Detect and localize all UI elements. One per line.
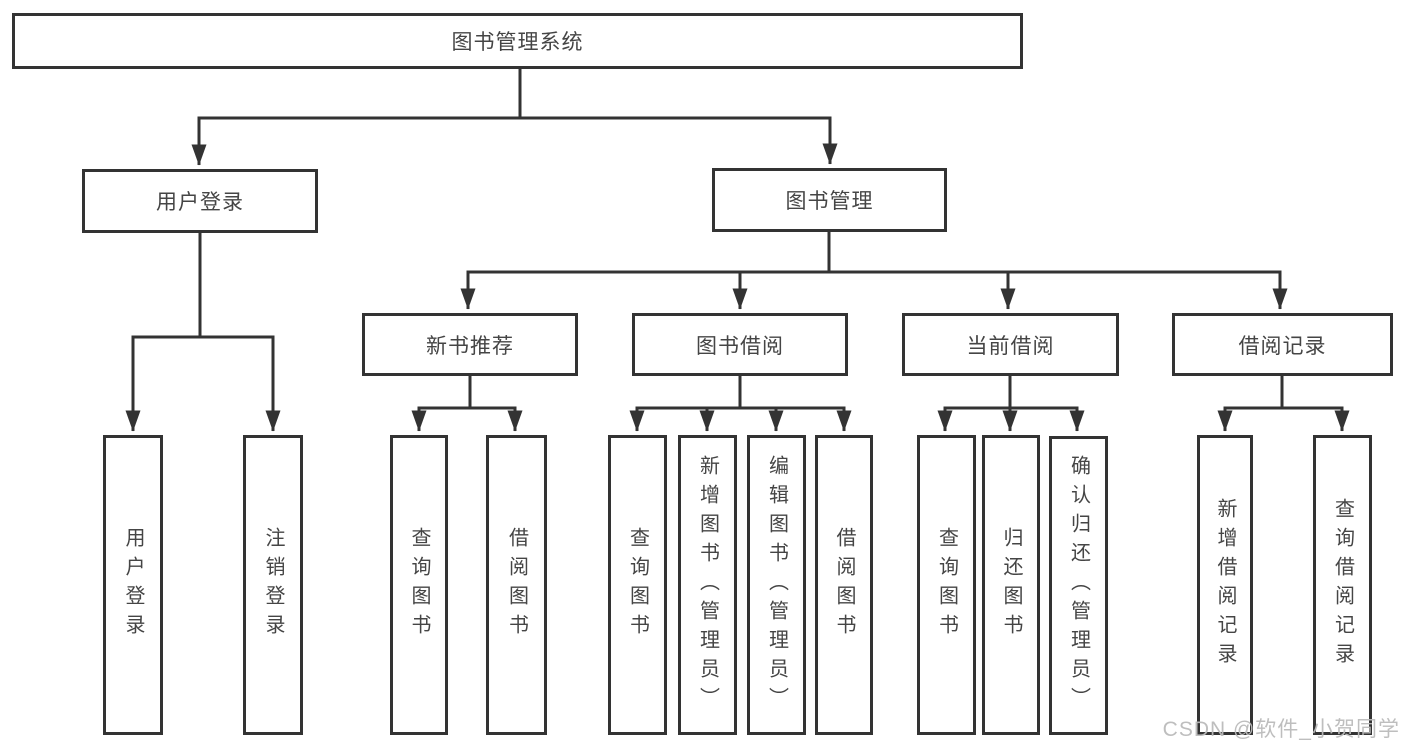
node-new-book-recommendation: 新书推荐 [362, 313, 578, 376]
leaf-records-query-record: 查询借阅记录 [1313, 435, 1372, 735]
leaf-recommend-borrow-books: 借阅图书 [486, 435, 547, 735]
watermark: CSDN @软件_小贺同学 [1162, 718, 1400, 741]
leaf-borrow-add-books-admin: 新增图书（管理员） [678, 435, 737, 735]
node-book-borrow: 图书借阅 [632, 313, 848, 376]
leaf-current-return-books: 归还图书 [982, 435, 1040, 735]
leaf-current-confirm-return-admin: 确认归还（管理员） [1049, 436, 1108, 735]
leaf-records-add-record: 新增借阅记录 [1197, 435, 1253, 735]
leaf-borrow-query-books: 查询图书 [608, 435, 667, 735]
leaf-user-login: 用户登录 [103, 435, 163, 735]
leaf-recommend-query-books: 查询图书 [390, 435, 448, 735]
node-book-management: 图书管理 [712, 168, 947, 232]
leaf-borrow-borrow-books: 借阅图书 [815, 435, 873, 735]
leaf-current-query-books: 查询图书 [917, 435, 976, 735]
node-borrow-records: 借阅记录 [1172, 313, 1393, 376]
leaf-logout-login: 注销登录 [243, 435, 303, 735]
leaf-borrow-edit-books-admin: 编辑图书（管理员） [747, 435, 806, 735]
node-user-login: 用户登录 [82, 169, 318, 233]
node-current-borrow: 当前借阅 [902, 313, 1119, 376]
node-root: 图书管理系统 [12, 13, 1023, 69]
